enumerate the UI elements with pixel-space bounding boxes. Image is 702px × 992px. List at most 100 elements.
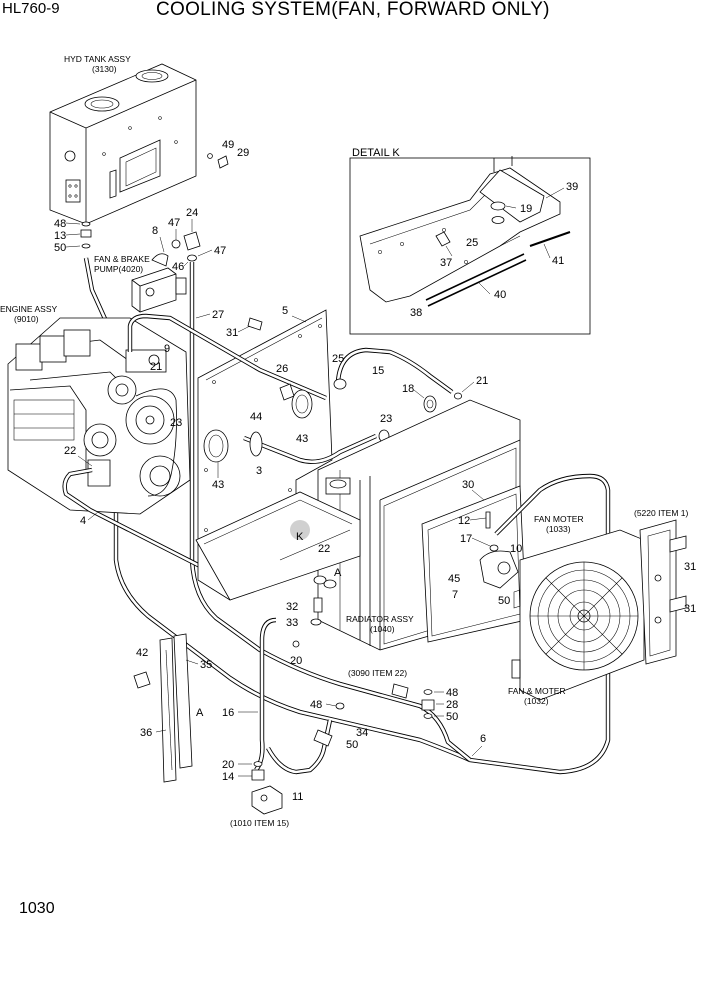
callout-27: 27 xyxy=(212,309,224,321)
nut-20 xyxy=(292,640,300,648)
radiator-ref: (1040) xyxy=(370,624,395,634)
callout-40: 40 xyxy=(494,289,506,301)
callout-5: 5 xyxy=(282,305,288,317)
callout-22b: 22 xyxy=(318,543,330,555)
ref-5220: (5220 ITEM 1) xyxy=(634,508,688,518)
view-mark-k: K xyxy=(296,531,304,543)
callout-48c: 48 xyxy=(310,699,322,711)
callout-20a: 20 xyxy=(290,655,302,667)
radiator-label: RADIATOR ASSY xyxy=(346,614,414,624)
callout-13: 13 xyxy=(54,230,66,242)
callout-15: 15 xyxy=(372,365,384,377)
hose-11 xyxy=(266,719,333,775)
hose-tank-to-radiator xyxy=(83,257,611,775)
o-ring-48b xyxy=(423,689,433,695)
model-code: HL760-9 xyxy=(2,0,60,17)
view-mark-a2: A xyxy=(196,707,204,719)
washer-33 xyxy=(310,618,322,626)
o-ring-48c xyxy=(335,702,345,710)
o-ring-49 xyxy=(207,153,213,159)
callout-7: 7 xyxy=(452,589,458,601)
callout-23a: 23 xyxy=(170,417,182,429)
fan-motor-ref: (1032) xyxy=(524,696,549,706)
elbow-8 xyxy=(151,253,169,267)
callout-17: 17 xyxy=(460,533,472,545)
fan-motor-label: FAN & MOTER xyxy=(508,686,566,696)
ref-1010: (1010 ITEM 15) xyxy=(230,818,289,828)
clamp-25 xyxy=(333,378,347,390)
pump-label-1: FAN & BRAKE xyxy=(94,254,150,264)
seal-strips xyxy=(159,633,193,783)
fan-moter-ref: (1033) xyxy=(546,524,571,534)
callout-8: 8 xyxy=(152,225,158,237)
hyd-tank xyxy=(49,63,197,225)
shroud xyxy=(195,491,361,601)
hose-15 xyxy=(335,347,454,394)
o-ring-50c xyxy=(423,713,433,719)
callout-10: 10 xyxy=(510,543,522,555)
callout-41: 41 xyxy=(552,255,564,267)
callout-38: 38 xyxy=(410,307,422,319)
hose-end-34 xyxy=(313,729,333,747)
o-ring-21 xyxy=(453,392,462,400)
bolt-31 xyxy=(247,317,263,331)
hyd-tank-label: HYD TANK ASSY xyxy=(64,54,131,64)
view-mark-a1: A xyxy=(334,567,342,579)
o-ring-47 xyxy=(171,239,181,249)
callout-42: 42 xyxy=(136,647,148,659)
fan-brake-pump xyxy=(131,267,187,313)
block-1010 xyxy=(251,785,283,815)
pipe-4 xyxy=(62,467,241,583)
pipe-9 xyxy=(127,313,327,401)
callout-50a: 50 xyxy=(54,242,66,254)
pipe-3 xyxy=(243,433,377,464)
elbow-fitting xyxy=(391,683,409,699)
callout-11: 11 xyxy=(292,791,303,803)
connector-14 xyxy=(251,769,265,781)
callout-31c: 31 xyxy=(684,603,696,615)
callout-30: 30 xyxy=(462,479,474,491)
callout-31a: 31 xyxy=(226,327,238,339)
callout-48a: 48 xyxy=(54,218,66,230)
callout-46: 46 xyxy=(172,261,184,273)
callout-14: 14 xyxy=(222,771,234,783)
callout-43a: 43 xyxy=(212,479,224,491)
callout-39: 39 xyxy=(566,181,578,193)
callout-16: 16 xyxy=(222,707,234,719)
callout-23b: 23 xyxy=(380,413,392,425)
radiator-assy xyxy=(317,399,527,651)
callout-48b: 48 xyxy=(446,687,458,699)
callout-45: 45 xyxy=(448,573,460,585)
callout-6: 6 xyxy=(480,733,486,745)
clamp-44 xyxy=(249,431,263,457)
callout-33: 33 xyxy=(286,617,298,629)
fan-moter-1033 xyxy=(479,473,591,589)
callout-22a: 22 xyxy=(64,445,76,457)
engine-label: ENGINE ASSY xyxy=(0,304,57,314)
callout-50c: 50 xyxy=(446,711,458,723)
connector-13 xyxy=(80,229,92,238)
callout-12: 12 xyxy=(458,515,470,527)
callout-32: 32 xyxy=(286,601,298,613)
callout-25b: 25 xyxy=(466,237,478,249)
callout-44: 44 xyxy=(250,411,262,423)
callout-21a: 21 xyxy=(150,361,162,373)
callout-35: 35 xyxy=(200,659,212,671)
callout-47a: 47 xyxy=(168,217,180,229)
o-ring-50 xyxy=(81,243,91,249)
callout-24: 24 xyxy=(186,207,198,219)
page-number: 1030 xyxy=(19,900,55,917)
o-ring-47b xyxy=(187,254,197,262)
callout-47b: 47 xyxy=(214,245,226,257)
callout-43b: 43 xyxy=(296,433,308,445)
callout-34: 34 xyxy=(356,727,368,739)
bracket-5220 xyxy=(639,519,687,665)
connector-28 xyxy=(421,699,435,711)
detail-k-box xyxy=(349,157,591,335)
callout-31b: 31 xyxy=(684,561,696,573)
callout-36: 36 xyxy=(140,727,152,739)
ref-3090: (3090 ITEM 22) xyxy=(348,668,407,678)
detail-k-bracket xyxy=(359,156,571,307)
callout-25a: 25 xyxy=(332,353,344,365)
